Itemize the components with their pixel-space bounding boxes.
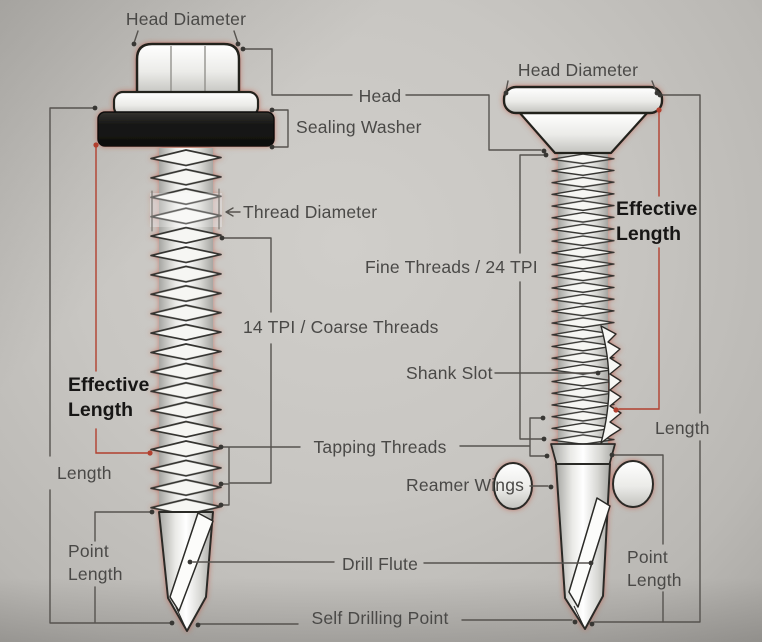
label-thread-diameter: Thread Diameter — [243, 202, 378, 222]
label-head-diameter-left: Head Diameter — [125, 9, 247, 29]
label-self-drilling-point: Self Drilling Point — [311, 608, 449, 628]
label-fine-threads: Fine Threads / 24 TPI — [365, 257, 538, 277]
label-head-diameter-right: Head Diameter — [517, 60, 639, 80]
label-effective-length-right: Effective Length — [616, 198, 698, 245]
label-length-right: Length — [655, 418, 710, 438]
connector-lines — [49, 30, 701, 625]
label-coarse-threads: 14 TPI / Coarse Threads — [243, 317, 439, 337]
label-length-left: Length — [57, 463, 112, 483]
label-shank-slot: Shank Slot — [406, 363, 493, 383]
red-dimension-lines — [95, 111, 660, 454]
label-point-length-right: Point Length — [627, 547, 682, 591]
red-dimension-dots — [93, 107, 662, 456]
label-sealing-washer: Sealing Washer — [296, 117, 422, 137]
left-screw-illustration — [97, 42, 275, 632]
connector-dots — [92, 41, 663, 628]
right-screw-illustration — [493, 85, 664, 630]
label-reamer-wings: Reamer Wings — [406, 475, 525, 495]
label-effective-length-left: Effective Length — [68, 374, 150, 421]
label-tapping-threads: Tapping Threads — [313, 437, 447, 457]
label-point-length-left: Point Length — [68, 541, 123, 585]
label-drill-flute: Drill Flute — [341, 554, 419, 574]
label-head: Head — [358, 86, 402, 106]
